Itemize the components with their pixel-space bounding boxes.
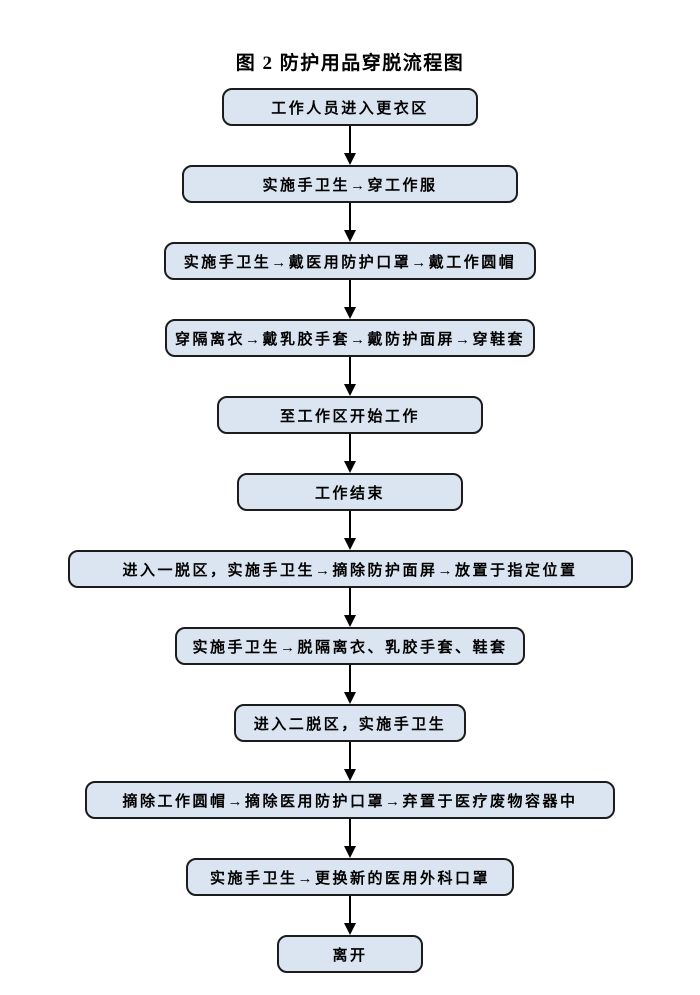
arrow-line — [349, 126, 351, 153]
figure-title: 图 2 防护用品穿脱流程图 — [235, 53, 465, 74]
arrow-line — [349, 742, 351, 769]
flow-node-first-doffing-area: 进入一脱区，实施手卫生→摘除防护面屏→放置于指定位置 — [67, 550, 633, 588]
flow-node-leave: 离开 — [277, 935, 423, 973]
arrow-head-icon — [344, 461, 356, 473]
arrow-head-icon — [344, 923, 356, 935]
flow-node-second-doffing-area: 进入二脱区，实施手卫生 — [234, 704, 466, 742]
arrow-head-icon — [344, 692, 356, 704]
arrow-head-icon — [344, 846, 356, 858]
arrow-head-icon — [344, 384, 356, 396]
down-arrow — [344, 819, 356, 858]
arrow-head-icon — [344, 615, 356, 627]
down-arrow — [344, 280, 356, 319]
flow-node-work-end: 工作结束 — [237, 473, 463, 511]
flow-node-gown-gloves-faceshield-shoecovers: 穿隔离衣→戴乳胶手套→戴防护面屏→穿鞋套 — [165, 319, 535, 357]
down-arrow — [344, 511, 356, 550]
arrow-line — [349, 357, 351, 384]
flow-node-remove-gown-gloves-shoecovers: 实施手卫生→脱隔离衣、乳胶手套、鞋套 — [175, 627, 525, 665]
arrow-line — [349, 511, 351, 538]
flow-node-label: 至工作区开始工作 — [279, 408, 420, 425]
flow-node-hand-hygiene-work-clothes: 实施手卫生→穿工作服 — [182, 165, 518, 203]
down-arrow — [344, 665, 356, 704]
flow-node-label: 实施手卫生→穿工作服 — [262, 177, 438, 194]
arrow-line — [349, 896, 351, 923]
arrow-line — [349, 203, 351, 230]
flow-node-mask-and-cap: 实施手卫生→戴医用防护口罩→戴工作圆帽 — [164, 242, 536, 280]
arrow-line — [349, 280, 351, 307]
flow-node-label: 实施手卫生→脱隔离衣、乳胶手套、鞋套 — [192, 639, 508, 656]
arrow-line — [349, 665, 351, 692]
flow-node-label: 离开 — [332, 947, 368, 964]
flow-node-label: 实施手卫生→更换新的医用外科口罩 — [209, 870, 490, 887]
down-arrow — [344, 742, 356, 781]
flow-node-label: 工作人员进入更衣区 — [271, 100, 429, 117]
down-arrow — [344, 434, 356, 473]
arrow-head-icon — [344, 230, 356, 242]
flow-node-label: 实施手卫生→戴医用防护口罩→戴工作圆帽 — [183, 254, 517, 271]
down-arrow — [344, 126, 356, 165]
flow-node-remove-cap-mask-dispose: 摘除工作圆帽→摘除医用防护口罩→弃置于医疗废物容器中 — [85, 781, 615, 819]
arrow-line — [349, 819, 351, 846]
arrow-head-icon — [344, 307, 356, 319]
flow-node-label: 进入二脱区，实施手卫生 — [253, 716, 447, 733]
flow-node-new-surgical-mask: 实施手卫生→更换新的医用外科口罩 — [186, 858, 514, 896]
down-arrow — [344, 357, 356, 396]
arrow-line — [349, 434, 351, 461]
down-arrow — [344, 588, 356, 627]
flow-node-label: 进入一脱区，实施手卫生→摘除防护面屏→放置于指定位置 — [122, 562, 578, 579]
arrow-head-icon — [344, 538, 356, 550]
arrow-line — [349, 588, 351, 615]
flow-node-label: 穿隔离衣→戴乳胶手套→戴防护面屏→穿鞋套 — [174, 331, 525, 348]
arrow-head-icon — [344, 153, 356, 165]
flow-node-label: 摘除工作圆帽→摘除医用防护口罩→弃置于医疗废物容器中 — [122, 793, 578, 810]
flow-node-start-work: 至工作区开始工作 — [217, 396, 483, 434]
flow-node-enter-changing-area: 工作人员进入更衣区 — [222, 88, 478, 126]
flow-node-label: 工作结束 — [314, 485, 385, 502]
down-arrow — [344, 896, 356, 935]
flowchart: 工作人员进入更衣区 实施手卫生→穿工作服 实施手卫生→戴医用防护口罩→戴工作圆帽… — [0, 88, 700, 973]
down-arrow — [344, 203, 356, 242]
arrow-head-icon — [344, 769, 356, 781]
